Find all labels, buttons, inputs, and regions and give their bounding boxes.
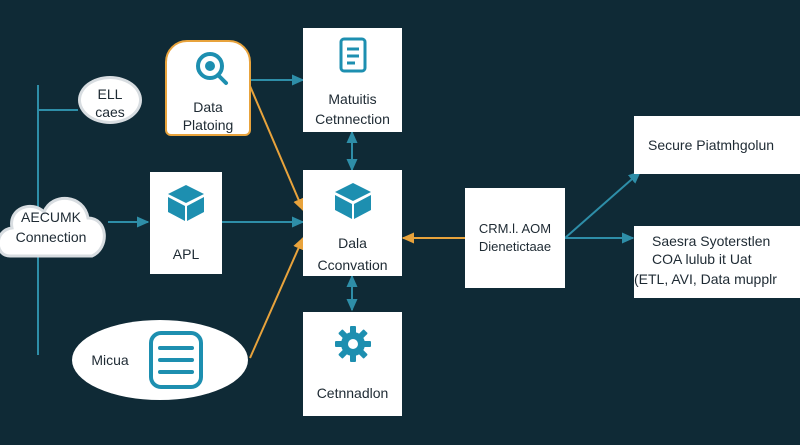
cetnnadion-node: Cetnnadlon: [303, 312, 402, 416]
apl-label: APL: [172, 246, 200, 262]
arrow-crm-to-secure-platform: [564, 171, 642, 239]
secure-platform-node: Secure Piatmhgolun: [634, 116, 800, 174]
secure-system-label-line3: (ETL, AVI, Data mupplr: [634, 271, 777, 287]
matching-connection-label-line1: Matuitis: [328, 91, 377, 107]
search-cloud-icon: [196, 52, 228, 85]
etl-case-label-line2: caes: [95, 104, 125, 120]
secure-platform-label: Secure Piatmhgolun: [648, 137, 775, 153]
secure-system-node: Saesra Syoterstlen COA lulub it Uat (ETL…: [634, 226, 800, 298]
cloud-connection-label-line1: AECUMK: [21, 209, 81, 225]
micro-label: Micua: [91, 352, 129, 368]
gear-icon: [335, 326, 371, 362]
data-planning-label-line2: Platoing: [182, 117, 234, 133]
etl-case-node: ELL caes: [78, 76, 142, 124]
micro-node: Micua: [72, 320, 248, 400]
arrow-micro-to-conversion: [249, 236, 304, 359]
data-conversion-node: Dala Cconvation: [303, 170, 402, 276]
cloud-connection-label-line2: Connection: [15, 229, 87, 245]
secure-system-label-line2: COA lulub it Uat: [652, 251, 752, 267]
database-icon: [149, 331, 203, 389]
cube-icon: [335, 183, 371, 219]
data-conversion-label-line2: Cconvation: [317, 257, 388, 273]
cloud-connection-node: AECUMK Connection: [0, 178, 110, 272]
data-planning-label-line1: Data: [193, 99, 223, 115]
crm-adm-node: CRM.l. AOM Dienetictaae: [465, 188, 565, 288]
etl-case-label-line1: ELL: [97, 86, 123, 102]
apl-node: APL: [150, 172, 222, 274]
document-icon: [339, 37, 367, 73]
data-planning-node: Data Platoing: [165, 40, 251, 136]
crm-adm-label-line2: Dienetictaae: [478, 239, 552, 254]
data-conversion-label-line1: Dala: [338, 235, 367, 251]
cloud-shape: [0, 196, 106, 258]
matching-connection-node: Matuitis Cetnnection: [303, 28, 402, 132]
crm-adm-label-line1: CRM.l. AOM: [478, 221, 552, 236]
matching-connection-label-line2: Cetnnection: [315, 111, 390, 127]
arrow-planning-to-conversion: [249, 85, 304, 212]
cube-icon: [168, 185, 204, 221]
secure-system-label-line1: Saesra Syoterstlen: [652, 233, 771, 249]
cetnnadion-label: Cetnnadlon: [316, 385, 389, 401]
